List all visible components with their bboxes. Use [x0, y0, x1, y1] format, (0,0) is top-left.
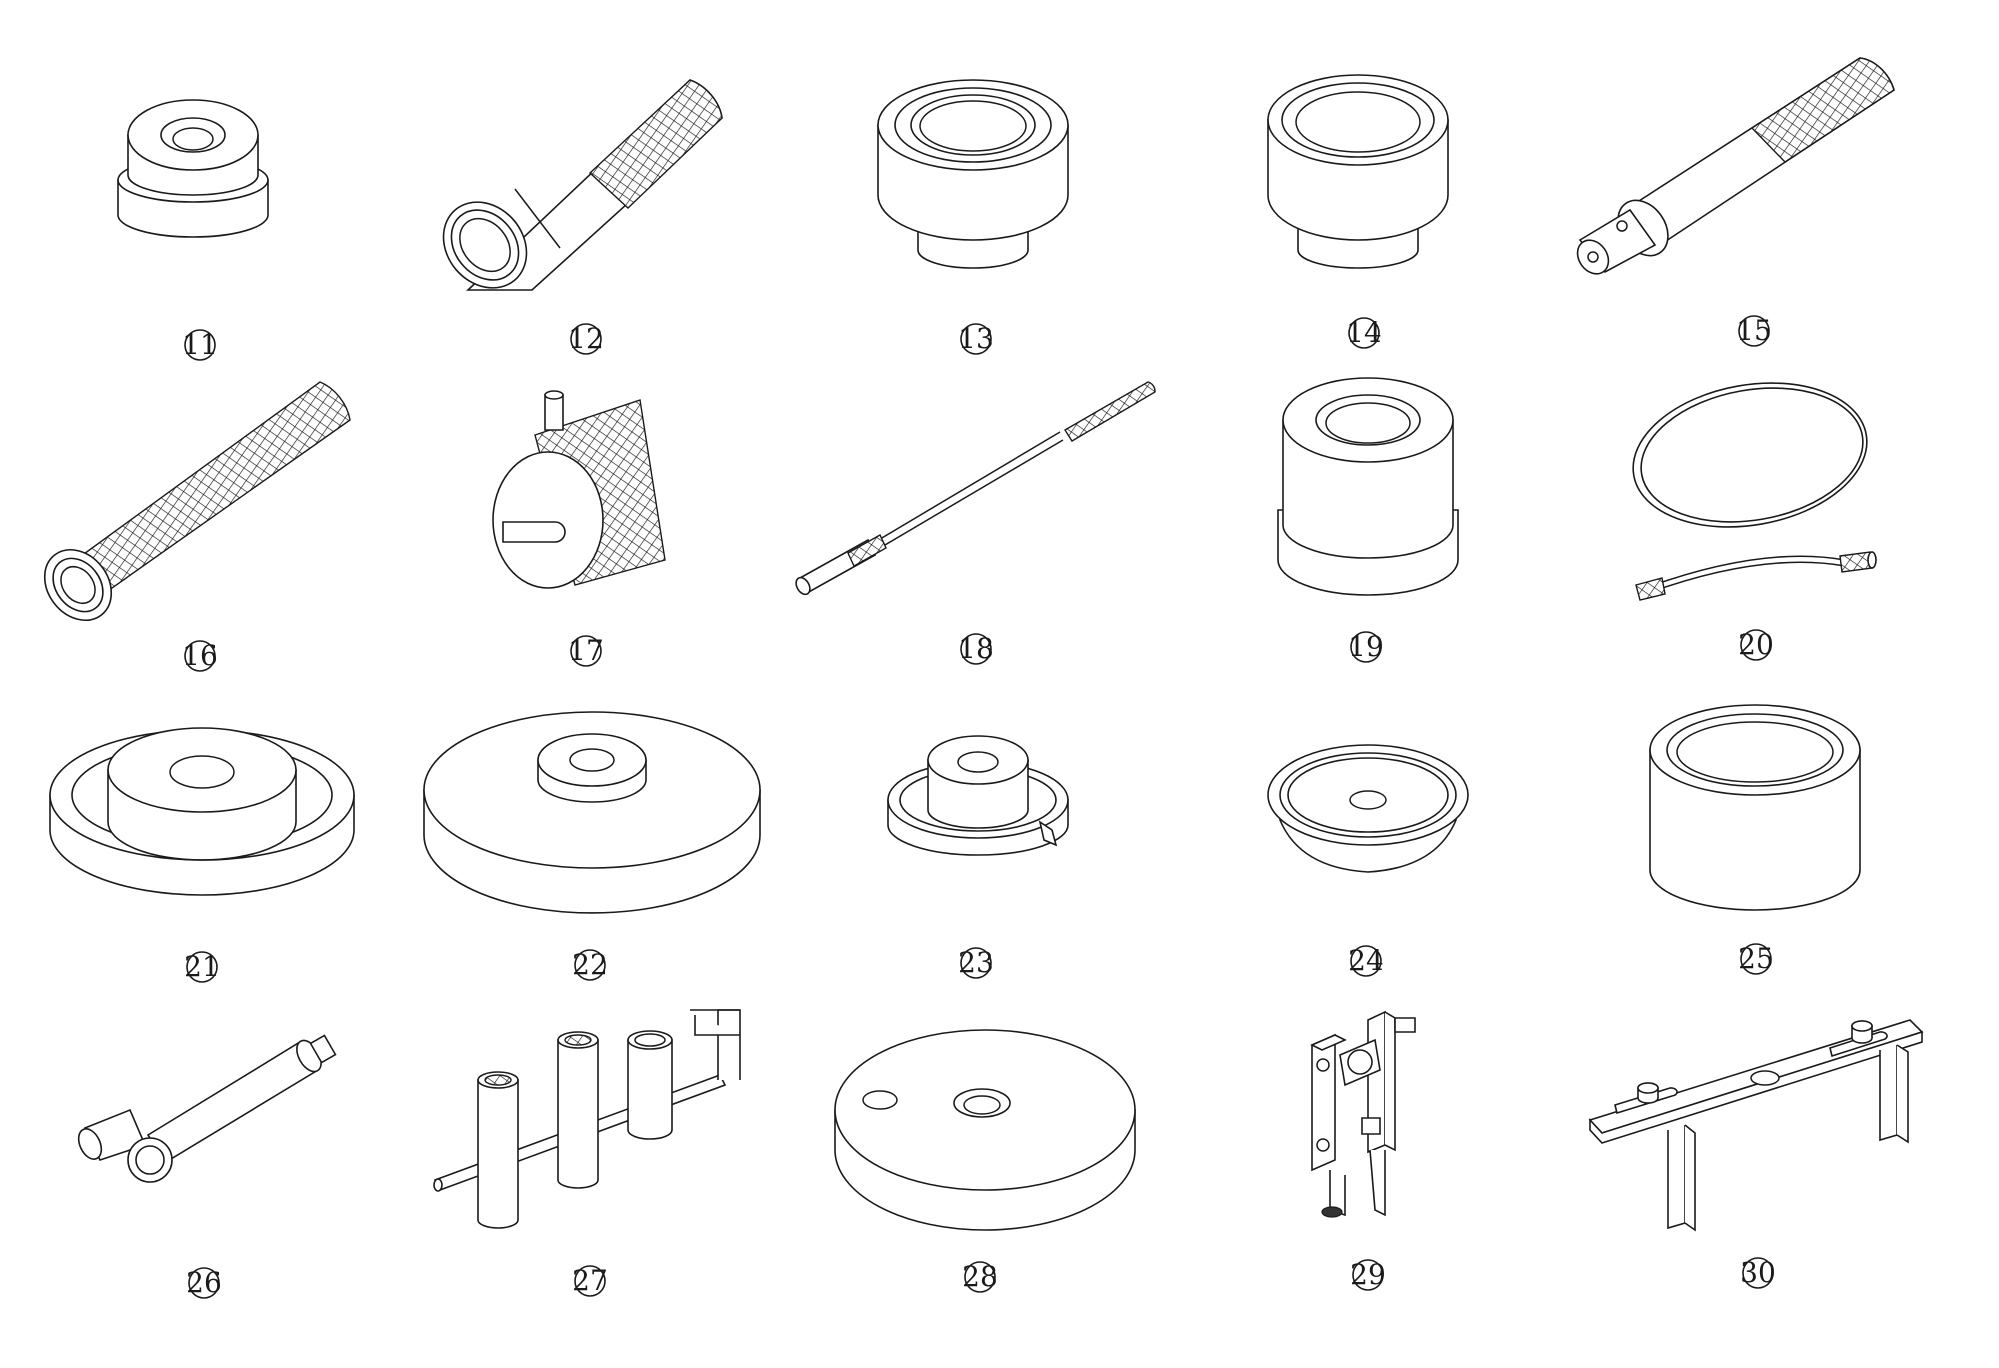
tool-30-drawing: [1590, 1020, 1922, 1230]
label-24-circle: [1351, 946, 1381, 976]
label-14-text: 14: [1346, 316, 1382, 349]
label-23-text: 23: [958, 946, 994, 979]
label-29-circle: [1353, 1260, 1383, 1290]
label-24: 24: [1348, 944, 1384, 977]
label-28: 28: [962, 1260, 998, 1293]
label-15-text: 15: [1736, 314, 1772, 347]
tool-25-drawing: [1650, 705, 1860, 910]
label-17-text: 17: [568, 634, 604, 667]
label-28-text: 28: [962, 1260, 998, 1293]
label-12-text: 12: [568, 322, 604, 355]
label-20: 20: [1738, 628, 1774, 661]
label-19-text: 19: [1348, 630, 1384, 663]
label-30: 30: [1740, 1256, 1776, 1289]
tool-24-drawing: [1268, 745, 1468, 872]
label-17: 17: [568, 634, 604, 667]
label-14-circle: [1349, 318, 1379, 348]
label-22-circle: [575, 950, 605, 980]
tool-11-drawing: [118, 100, 268, 237]
label-18-text: 18: [958, 632, 994, 665]
label-26-circle: [189, 1268, 219, 1298]
label-19-circle: [1351, 632, 1381, 662]
tool-23-drawing: [888, 736, 1068, 855]
label-30-circle: [1743, 1258, 1773, 1288]
tool-16-drawing: [31, 382, 350, 633]
tool-12-drawing: [426, 80, 722, 305]
label-20-circle: [1741, 630, 1771, 660]
label-15: 15: [1736, 314, 1772, 347]
label-21-circle: [187, 952, 217, 982]
tool-29-drawing: [1312, 1012, 1415, 1217]
tool-19-drawing: [1278, 378, 1458, 595]
tool-17-drawing: [493, 391, 665, 588]
label-11-text: 11: [182, 328, 218, 361]
tool-26-drawing: [74, 1035, 335, 1182]
label-22: 22: [572, 948, 608, 981]
label-27-text: 27: [572, 1264, 608, 1297]
label-12: 12: [568, 322, 604, 355]
tool-20-drawing: [1622, 366, 1879, 600]
tool-13-drawing: [878, 80, 1068, 268]
label-13-circle: [961, 324, 991, 354]
label-21: 21: [184, 950, 220, 983]
tool-28-drawing: [835, 1030, 1135, 1230]
label-28-circle: [965, 1262, 995, 1292]
label-20-text: 20: [1738, 628, 1774, 661]
label-22-text: 22: [572, 948, 608, 981]
tool-14-drawing: [1268, 75, 1448, 268]
label-12-circle: [571, 324, 601, 354]
label-16: 16: [182, 639, 218, 672]
label-25: 25: [1738, 942, 1774, 975]
label-14: 14: [1346, 316, 1382, 349]
label-27: 27: [572, 1264, 608, 1297]
label-15-circle: [1739, 316, 1769, 346]
label-25-circle: [1741, 944, 1771, 974]
tool-15-drawing: [1571, 58, 1894, 280]
label-26-text: 26: [186, 1266, 222, 1299]
label-18-circle: [961, 634, 991, 664]
label-11-circle: [185, 330, 215, 360]
label-13: 13: [958, 322, 994, 355]
label-29-text: 29: [1350, 1258, 1386, 1291]
label-23: 23: [958, 946, 994, 979]
label-27-circle: [575, 1266, 605, 1296]
label-17-circle: [571, 636, 601, 666]
label-24-text: 24: [1348, 944, 1384, 977]
tool-18-drawing: [793, 382, 1155, 597]
label-18: 18: [958, 632, 994, 665]
tool-22-drawing: [424, 712, 760, 913]
label-26: 26: [186, 1266, 222, 1299]
tool-27-drawing: [434, 1010, 740, 1228]
tool-21-drawing: [50, 728, 354, 895]
label-25-text: 25: [1738, 942, 1774, 975]
label-29: 29: [1350, 1258, 1386, 1291]
label-16-text: 16: [182, 639, 218, 672]
label-19: 19: [1348, 630, 1384, 663]
label-13-text: 13: [958, 322, 994, 355]
label-21-text: 21: [184, 950, 220, 983]
label-11: 11: [182, 328, 218, 361]
label-30-text: 30: [1740, 1256, 1776, 1289]
label-16-circle: [185, 641, 215, 671]
label-23-circle: [961, 948, 991, 978]
